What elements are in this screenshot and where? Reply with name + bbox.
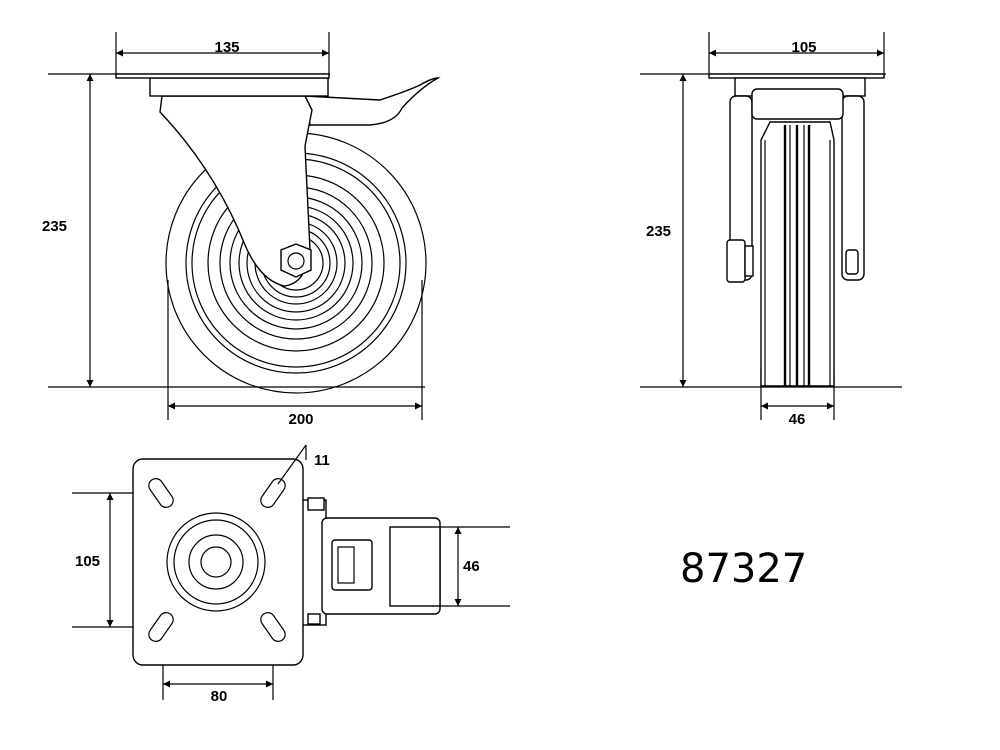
dim-side-top-width: 135 [214,39,239,56]
plan-top-plate [132,458,304,666]
dim-front-height: 235 [646,223,671,240]
dim-front-wheel-width: 46 [789,411,806,428]
part-number: 87327 [680,546,807,592]
front-view: 105 235 46 [640,32,902,428]
dim-plan-hole-spacing-y: 105 [75,553,100,570]
plan-slot-holes [148,478,286,642]
front-wheel [751,88,844,387]
dim-front-top-width: 105 [791,39,816,56]
dim-plan-slot: 11 [314,452,330,469]
dim-side-height: 235 [42,218,67,235]
side-view: 135 235 200 [42,32,441,428]
dim-plan-hole-spacing-x: 80 [211,688,228,705]
dim-plan-wheel-width: 46 [463,558,480,575]
dim-side-wheel-diameter: 200 [288,411,313,428]
side-fork [115,73,441,287]
plan-view: 11 105 80 46 [72,444,510,705]
